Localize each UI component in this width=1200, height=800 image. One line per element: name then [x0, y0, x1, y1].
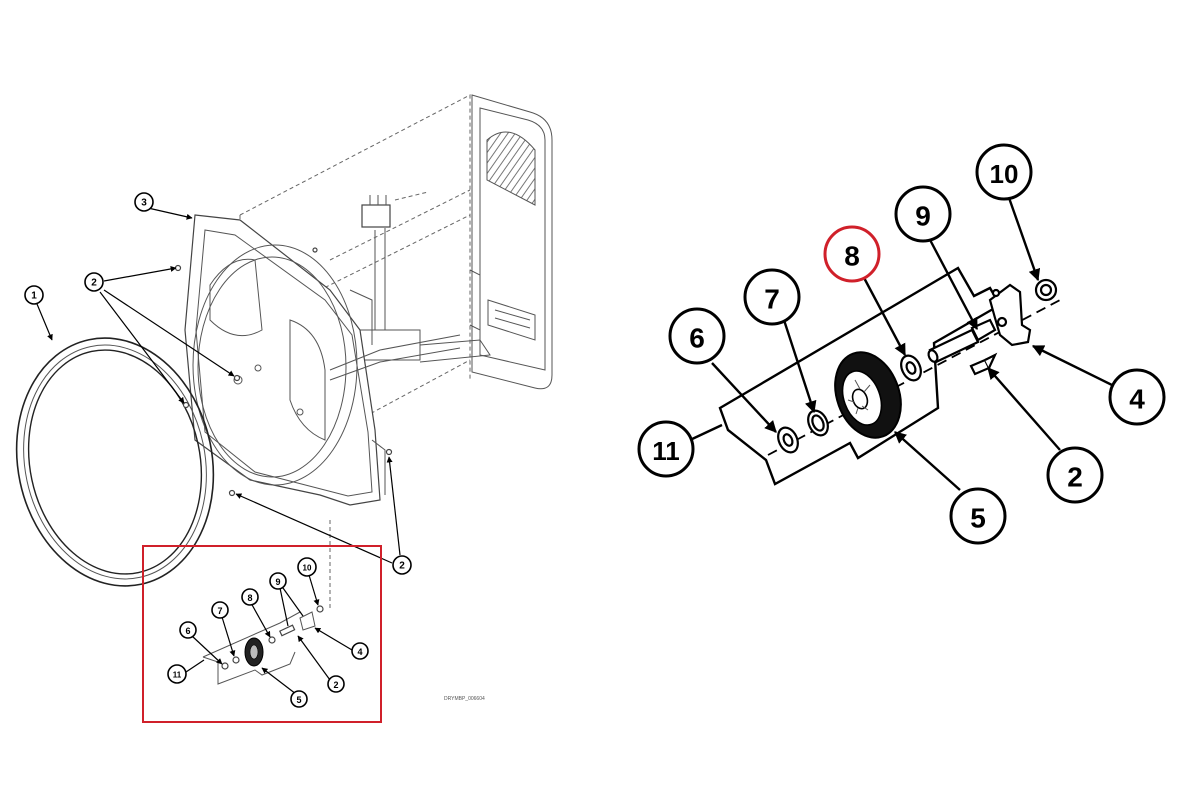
svg-text:2: 2 [333, 680, 338, 690]
svg-text:9: 9 [275, 577, 280, 587]
vent-grill [486, 131, 536, 206]
detail-callout-7: 7 [743, 268, 801, 326]
bracket-outline [718, 266, 1002, 486]
svg-text:8: 8 [844, 241, 860, 272]
svg-text:2: 2 [91, 278, 97, 289]
overview-callout-7: 7 [211, 601, 229, 619]
overview-callout-11: 11 [167, 664, 187, 684]
terminal-block [359, 191, 491, 363]
svg-text:11: 11 [652, 436, 680, 466]
svg-text:7: 7 [764, 284, 780, 315]
svg-text:3: 3 [141, 198, 147, 209]
overview-callout-2-top: 2 [84, 272, 104, 292]
detail-callout-2: 2 [1046, 446, 1104, 504]
washer-7 [807, 409, 829, 437]
washer-6 [777, 426, 799, 454]
detail-callout-5: 5 [949, 487, 1007, 545]
overview-callout-10: 10 [297, 557, 317, 577]
svg-text:1: 1 [31, 291, 37, 302]
svg-text:7: 7 [217, 606, 222, 616]
overview-callout-1: 1 [24, 285, 44, 305]
washer-8 [900, 354, 922, 382]
overview-callout-9: 9 [269, 572, 287, 590]
svg-text:2: 2 [399, 561, 405, 572]
front-bulkhead [184, 214, 461, 506]
drawing-code: DRYMBP_006604 [444, 696, 485, 702]
overview-callout-4: 4 [351, 642, 369, 660]
overview-leaders [36, 207, 401, 564]
overview-callout-5: 5 [290, 690, 308, 708]
drum-seal-ring [15, 337, 215, 587]
detail-callout-8-highlighted: 8 [823, 225, 881, 283]
svg-text:4: 4 [357, 647, 362, 657]
screws [174, 247, 393, 497]
nut-10 [1034, 278, 1058, 302]
svg-text:6: 6 [185, 626, 190, 636]
svg-text:5: 5 [296, 695, 301, 705]
drum-roller-wheel [834, 351, 902, 439]
overview-drawing: 3 1 2 2 [15, 94, 553, 723]
detail-drawing: 6 7 8 9 10 4 2 5 [637, 143, 1166, 545]
detail-callout-6: 6 [668, 307, 726, 365]
svg-text:8: 8 [247, 593, 252, 603]
overview-callout-2-bottom: 2 [392, 555, 412, 575]
detail-callout-4: 4 [1108, 368, 1166, 426]
detail-callout-9: 9 [894, 185, 952, 243]
svg-text:11: 11 [173, 671, 182, 680]
detail-callout-10: 10 [975, 143, 1033, 201]
svg-text:5: 5 [970, 503, 986, 534]
overview-callout-2-inset: 2 [327, 675, 345, 693]
overview-callout-8: 8 [241, 588, 259, 606]
roller-shaft [927, 318, 997, 364]
mini-exploded-view [185, 574, 353, 695]
svg-text:9: 9 [915, 201, 931, 232]
detail-highlight-box [142, 545, 382, 723]
detail-callout-11: 11 [637, 420, 695, 478]
detail-leaders [689, 194, 1113, 491]
overview-callout-6: 6 [179, 621, 197, 639]
mounting-bracket [988, 283, 1032, 347]
side-panel [469, 94, 553, 390]
svg-text:6: 6 [689, 323, 705, 354]
svg-text:10: 10 [303, 564, 312, 573]
svg-text:2: 2 [1067, 462, 1083, 493]
svg-text:4: 4 [1129, 384, 1145, 415]
overview-callout-3: 3 [134, 192, 154, 212]
svg-text:10: 10 [990, 159, 1019, 189]
